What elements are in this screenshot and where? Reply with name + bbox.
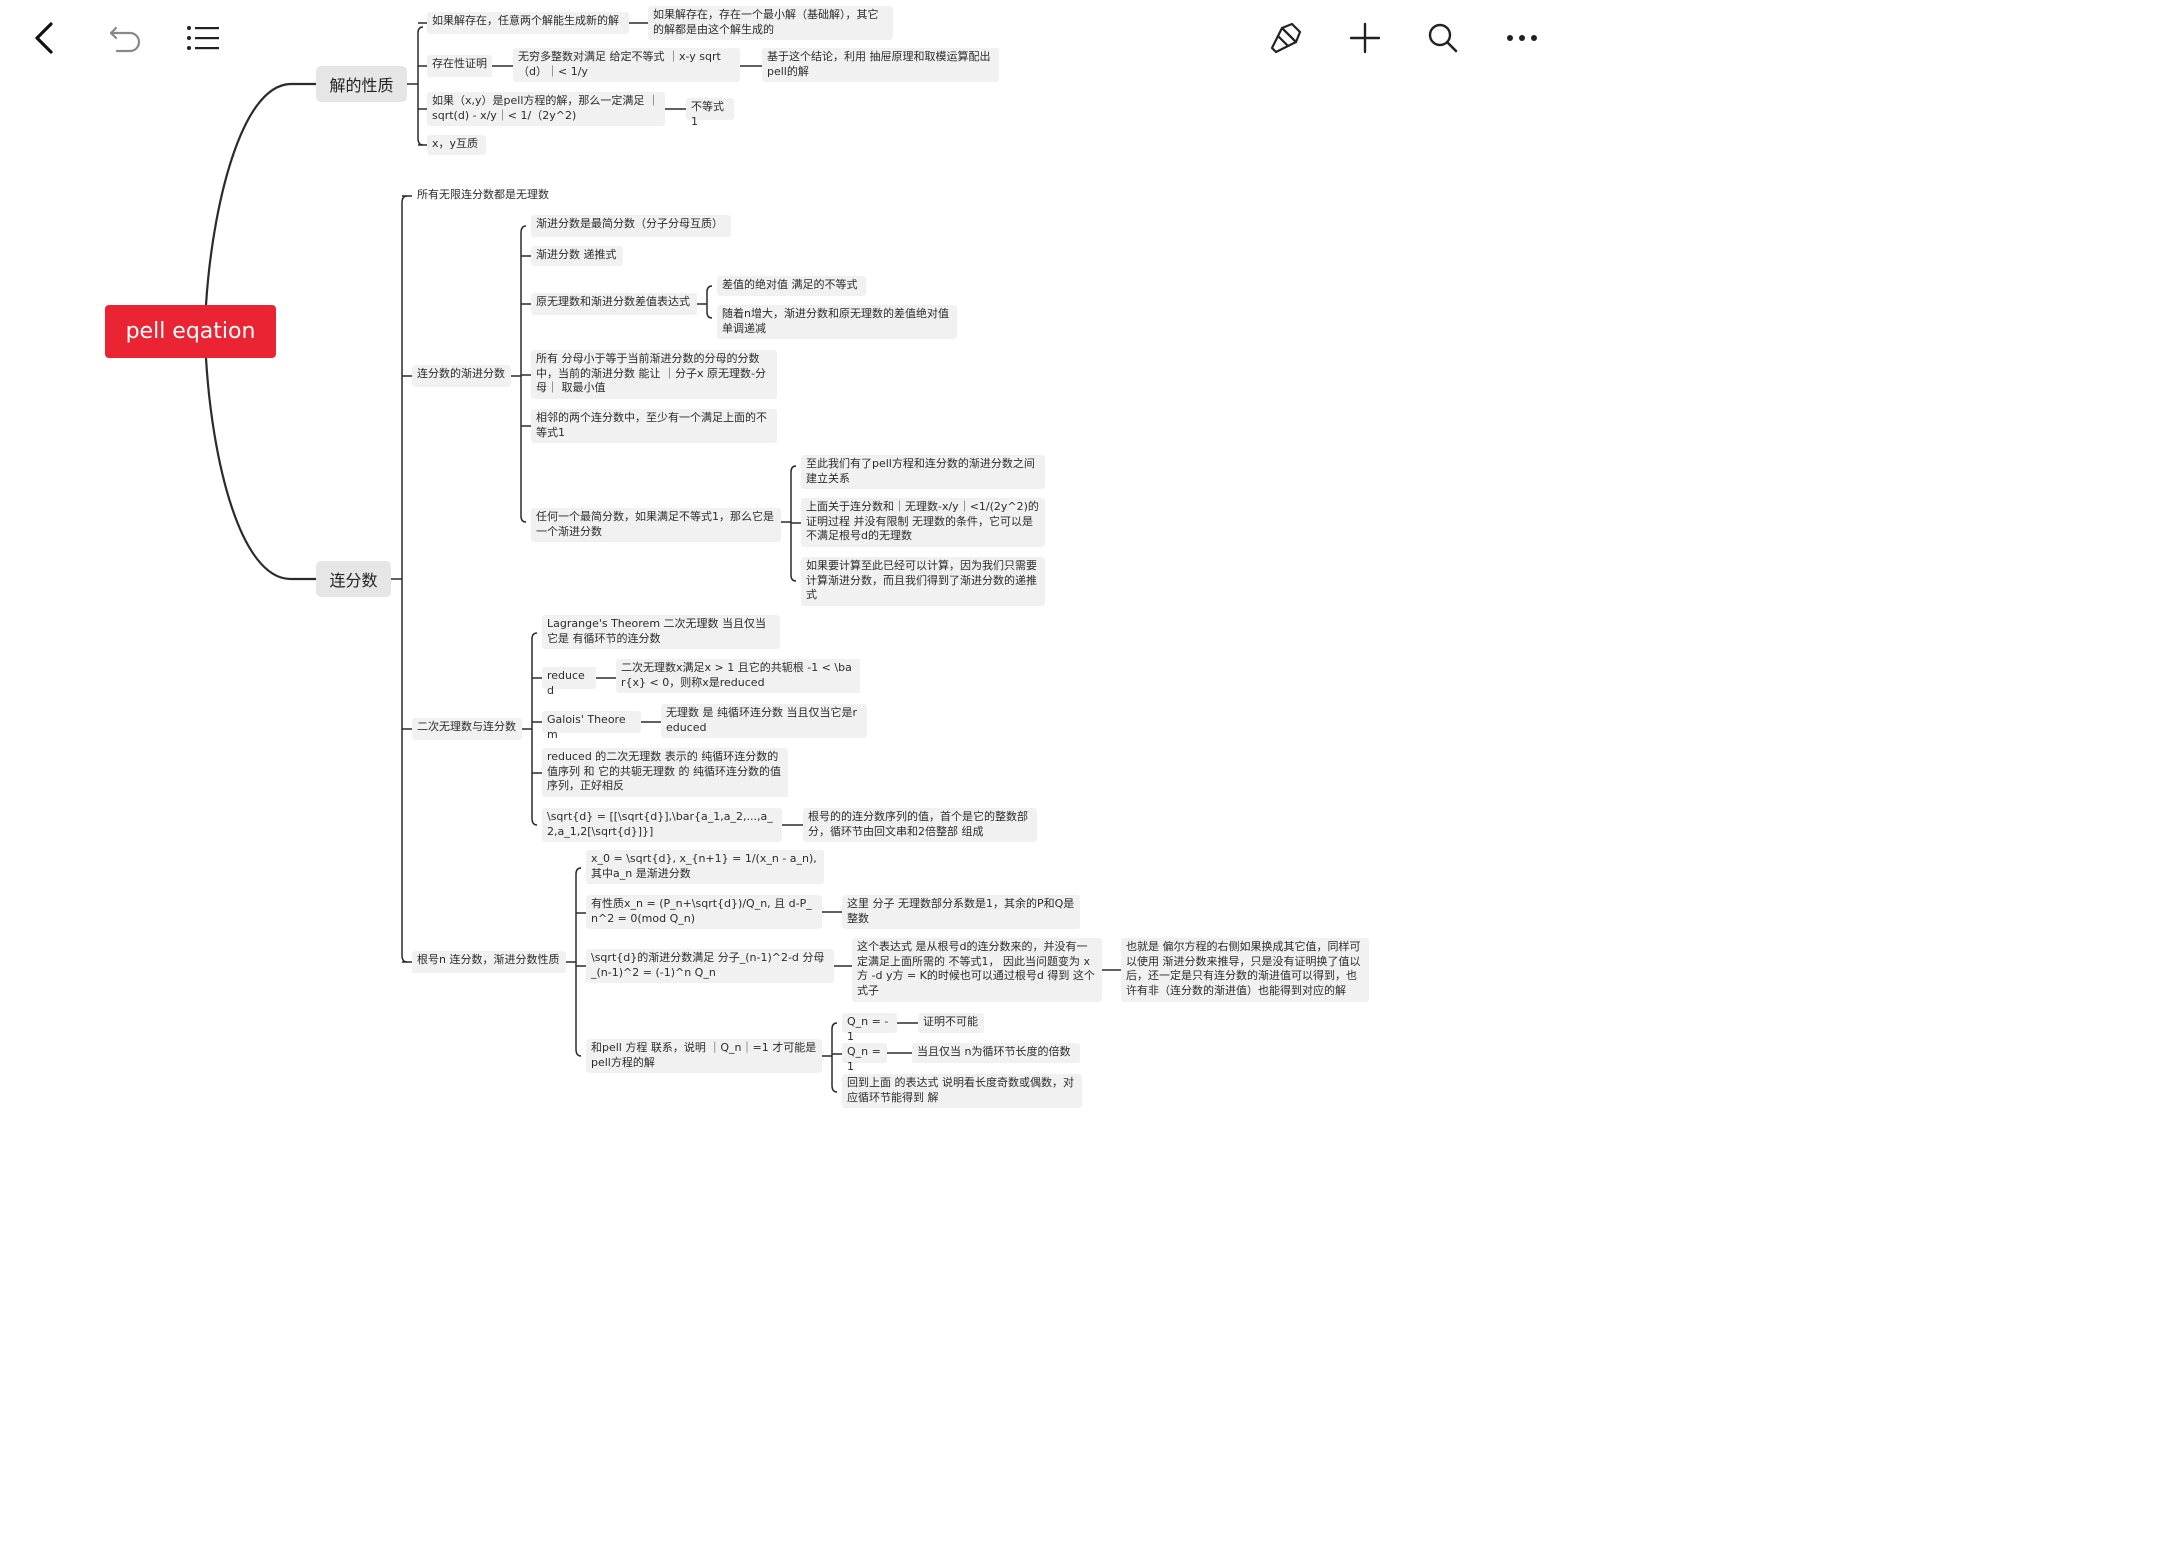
main-topic-solution-properties[interactable]: 解的性质 <box>316 66 407 102</box>
topic-node[interactable]: 如果要计算至此已经可以计算，因为我们只需要计算渐进分数，而且我们得到了渐进分数的… <box>801 557 1045 606</box>
topic-node[interactable]: 至此我们有了pell方程和连分数的渐进分数之间建立关系 <box>801 455 1045 489</box>
topic-node[interactable]: \sqrt{d} = [[\sqrt{d}],\bar{a_1,a_2,...,… <box>542 808 782 842</box>
topic-node[interactable]: 如果（x,y）是pell方程的解，那么一定满足 ｜sqrt(d) - x/y｜<… <box>427 92 665 126</box>
topic-node[interactable]: 连分数的渐进分数 <box>412 365 511 387</box>
topic-node[interactable]: 回到上面 的表达式 说明看长度奇数或偶数，对应循环节能得到 解 <box>842 1074 1082 1108</box>
topic-node[interactable]: 如果解存在，存在一个最小解（基础解），其它的解都是由这个解生成的 <box>648 6 893 40</box>
topic-node[interactable]: 有性质x_n = (P_n+\sqrt{d})/Q_n, 且 d-P_n^2 =… <box>586 895 822 929</box>
topic-node[interactable]: Lagrange's Theorem 二次无理数 当且仅当它是 有循环节的连分数 <box>542 615 780 649</box>
topic-node[interactable]: 存在性证明 <box>427 55 492 77</box>
topic-node[interactable]: reduced 的二次无理数 表示的 纯循环连分数的值序列 和 它的共轭无理数 … <box>542 748 788 797</box>
more-icon <box>1507 35 1537 41</box>
topic-node[interactable]: 不等式1 <box>686 98 734 128</box>
topic-node[interactable]: 基于这个结论，利用 抽屉原理和取模运算配出pell的解 <box>762 48 999 82</box>
undo-button[interactable] <box>104 16 148 60</box>
main-topic-continued-fractions[interactable]: 连分数 <box>316 561 391 597</box>
topic-node[interactable]: 相邻的两个连分数中，至少有一个满足上面的不等式1 <box>531 409 777 443</box>
search-icon <box>1428 23 1458 53</box>
topic-node[interactable]: \sqrt{d}的渐进分数满足 分子_(n-1)^2-d 分母_(n-1)^2 … <box>586 949 834 983</box>
topic-node[interactable]: Galois' Theorem <box>542 711 641 741</box>
topic-node[interactable]: 这里 分子 无理数部分系数是1，其余的P和Q是整数 <box>842 895 1080 929</box>
topic-node[interactable]: 无穷多整数对满足 给定不等式 ｜x-y sqrt（d）｜< 1/y <box>513 48 740 82</box>
topic-node[interactable]: 这个表达式 是从根号d的连分数来的，并没有一定满足上面所需的 不等式1， 因此当… <box>852 938 1102 1002</box>
add-button[interactable] <box>1343 16 1387 60</box>
topic-node[interactable]: 无理数 是 纯循环连分数 当且仅当它是reduced <box>661 704 867 738</box>
chevron-left-icon <box>35 22 53 54</box>
topic-node[interactable]: 二次无理数x满足x > 1 且它的共轭根 -1 < \bar{x} < 0，则称… <box>616 659 860 693</box>
topic-node[interactable]: 当且仅当 n为循环节长度的倍数 <box>912 1043 1080 1063</box>
topic2-bracket <box>401 195 408 963</box>
format-button[interactable] <box>1264 16 1308 60</box>
topic-node[interactable]: 任何一个最简分数，如果满足不等式1，那么它是一个渐进分数 <box>531 508 781 542</box>
topic-node[interactable]: 根号的的连分数序列的值，首个是它的整数部分，循环节由回文串和2倍整部 组成 <box>803 808 1037 842</box>
plus-icon <box>1349 22 1381 54</box>
back-button[interactable] <box>22 16 66 60</box>
topic-node[interactable]: 渐进分数 递推式 <box>531 246 623 266</box>
topic-node[interactable]: 证明不可能 <box>918 1013 984 1033</box>
topic-node[interactable]: 随着n增大，渐进分数和原无理数的差值绝对值单调递减 <box>717 305 957 339</box>
topic-node[interactable]: 和pell 方程 联系，说明 ｜Q_n｜=1 才可能是pell方程的解 <box>586 1039 822 1073</box>
undo-icon <box>109 26 141 53</box>
topic-node[interactable]: x_0 = \sqrt{d}, x_{n+1} = 1/(x_n - a_n),… <box>586 850 824 884</box>
root-branch-upper <box>204 82 318 307</box>
topic-node[interactable]: 所有 分母小于等于当前渐进分数的分母的分数中，当前的渐进分数 能让 ｜分子x 原… <box>531 350 777 399</box>
topic1-bracket <box>417 26 424 146</box>
topic-node[interactable]: 根号n 连分数，渐进分数性质 <box>412 951 566 973</box>
more-button[interactable] <box>1500 16 1544 60</box>
topic-node[interactable]: 原无理数和渐进分数差值表达式 <box>531 293 697 315</box>
topic-node[interactable]: 二次无理数与连分数 <box>412 718 522 740</box>
paint-brush-icon <box>1270 22 1302 54</box>
topic-node[interactable]: x，y互质 <box>427 135 486 155</box>
topic-node[interactable]: 渐进分数是最简分数（分子分母互质） <box>531 215 731 237</box>
outline-button[interactable] <box>181 16 225 60</box>
topic-node[interactable]: Q_n = 1 <box>842 1043 887 1073</box>
list-icon <box>187 26 219 50</box>
topic-node[interactable]: 差值的绝对值 满足的不等式 <box>717 276 866 296</box>
topic-node[interactable]: 上面关于连分数和｜无理数-x/y｜<1/(2y^2)的证明过程 并没有限制 无理… <box>801 498 1045 547</box>
topic-node[interactable]: 也就是 偏尔方程的右侧如果换成其它值，同样可以使用 渐进分数来推导，只是没有证明… <box>1121 938 1369 1002</box>
topic-node[interactable]: 所有无限连分数都是无理数 <box>417 188 549 201</box>
topic-node[interactable]: 如果解存在，任意两个解能生成新的解 <box>427 12 629 34</box>
topic-node[interactable]: Q_n = -1 <box>842 1013 897 1043</box>
topic-node[interactable]: reduced <box>542 667 596 697</box>
search-button[interactable] <box>1421 16 1465 60</box>
root-topic[interactable]: pell eqation <box>105 305 276 358</box>
root-branch-lower <box>204 356 318 581</box>
